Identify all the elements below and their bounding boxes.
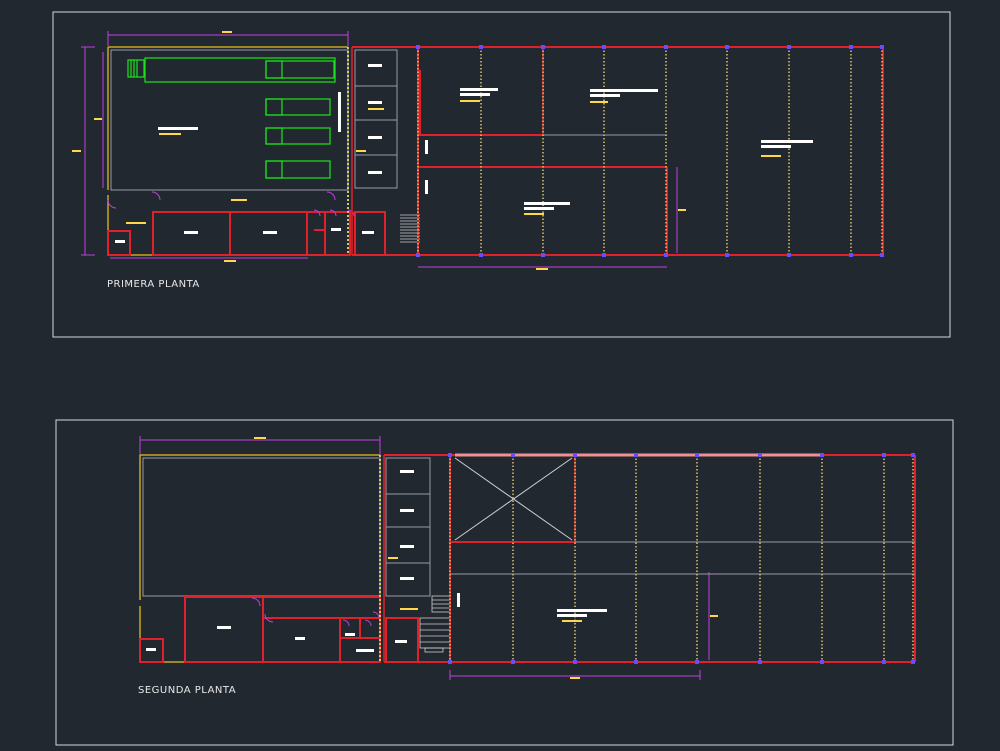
sheet-frame xyxy=(52,11,951,338)
production-hall xyxy=(110,49,349,191)
stair xyxy=(400,214,420,243)
column-grid xyxy=(417,47,883,255)
stair xyxy=(419,595,451,653)
upper-hall xyxy=(142,457,381,597)
sheet-primera-planta: PRIMERA PLANTA xyxy=(52,11,951,338)
sheet-segunda-planta: SEGUNDA PLANTA xyxy=(55,419,954,746)
warehouse xyxy=(352,46,884,256)
dimension-lines xyxy=(81,31,678,268)
lower-rooms xyxy=(139,596,419,663)
sheet-title: PRIMERA PLANTA xyxy=(107,279,200,290)
hall-outline xyxy=(139,454,380,663)
locker-rooms xyxy=(354,49,398,189)
sheet-title: SEGUNDA PLANTA xyxy=(138,685,236,696)
room-labels xyxy=(115,64,813,243)
column-markers xyxy=(448,453,915,664)
lower-rooms xyxy=(107,211,386,256)
equipment-group xyxy=(127,57,336,179)
column-markers xyxy=(416,45,884,257)
door-swings xyxy=(251,597,380,627)
locker-rooms xyxy=(385,457,431,597)
dimension-texts xyxy=(72,31,781,270)
room-labels xyxy=(146,470,607,652)
warehouse xyxy=(384,453,916,663)
sheet-frame xyxy=(55,419,954,746)
dimension-lines xyxy=(139,436,710,680)
dimension-texts xyxy=(254,437,718,679)
column-grid xyxy=(449,455,914,662)
